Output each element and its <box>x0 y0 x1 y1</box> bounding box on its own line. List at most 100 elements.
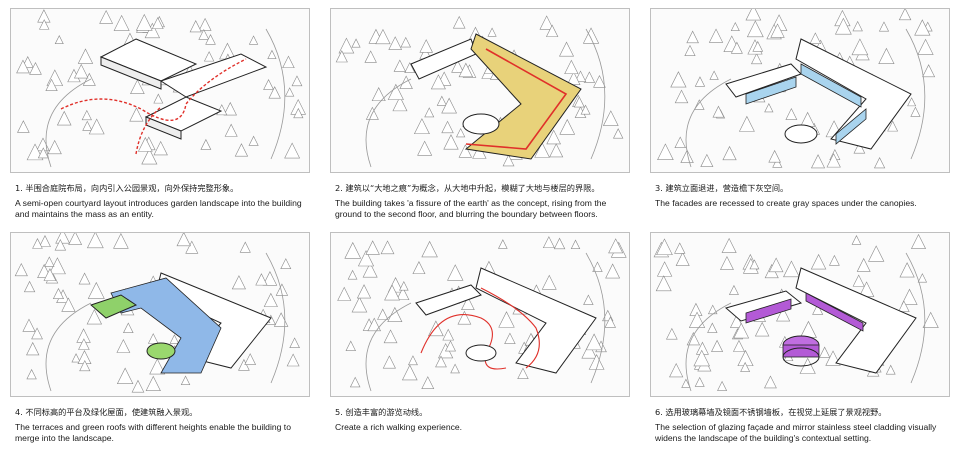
tree-icon <box>670 71 687 88</box>
tree-icon <box>169 334 180 344</box>
tree-icon <box>99 9 114 24</box>
tree-icon <box>289 337 300 349</box>
caption-zh: 3. 建筑立面退进，营造檐下灰空间。 <box>655 183 789 193</box>
tree-icon <box>776 307 791 322</box>
tree-icon <box>130 79 145 94</box>
site-illustration <box>16 9 306 168</box>
tree-icon <box>55 233 71 244</box>
tree-icon <box>772 157 783 168</box>
site-illustration <box>337 236 627 392</box>
tree-icon <box>887 120 899 132</box>
tree-icon <box>922 64 936 78</box>
tree-icon <box>852 274 865 287</box>
tree-icon <box>131 379 145 393</box>
tree-icon <box>721 237 737 253</box>
tree-icon <box>447 264 464 281</box>
tree-icon <box>380 240 395 255</box>
tree-icon <box>335 50 348 63</box>
tree-icon <box>811 154 826 169</box>
tree-icon <box>604 316 616 328</box>
tree-icon <box>583 294 594 305</box>
tree-icon <box>728 284 739 295</box>
tree-icon <box>852 20 863 32</box>
tree-icon <box>910 106 921 117</box>
tree-icon <box>745 9 762 21</box>
tree-icon <box>812 303 824 315</box>
caption-en: Create a rich walking experience. <box>335 421 463 432</box>
tree-icon <box>901 288 918 305</box>
tree-icon <box>498 239 508 249</box>
tree-icon <box>517 367 529 379</box>
tree-icon <box>26 368 37 380</box>
tree-icon <box>16 59 30 74</box>
tree-icon <box>223 101 237 116</box>
tree-icon <box>338 37 355 54</box>
tree-icon <box>740 361 751 372</box>
caption-en: The selection of glazing façade and mirr… <box>655 421 937 444</box>
tree-icon <box>198 28 210 40</box>
tree-icon <box>553 237 566 250</box>
tree-icon <box>730 41 743 54</box>
tree-icon <box>456 127 466 138</box>
caption-zh: 1. 半围合庭院布局，向内引入公园景观，向外保持完整形象。 <box>15 183 239 193</box>
tree-icon <box>383 329 398 344</box>
tree-icon <box>826 153 841 168</box>
tree-icon <box>749 259 760 270</box>
tree-icon <box>656 261 673 277</box>
recessed-facade <box>745 76 797 105</box>
tree-icon <box>78 272 91 285</box>
tree-icon <box>71 353 81 363</box>
tree-icon <box>764 375 777 389</box>
axonometric-drawing-6 <box>650 232 950 397</box>
axonometric-drawing-4 <box>10 232 310 397</box>
tree-icon <box>293 107 304 119</box>
tree-icon <box>729 314 744 328</box>
tree-icon <box>351 296 368 313</box>
tree-icon <box>711 339 724 352</box>
tree-icon <box>282 55 295 69</box>
tree-icon <box>239 241 251 253</box>
tree-icon <box>153 93 164 104</box>
tree-icon <box>910 233 927 249</box>
tree-icon <box>922 311 939 328</box>
tree-icon <box>419 39 433 53</box>
tree-icon <box>754 321 770 337</box>
tree-icon <box>68 233 83 245</box>
tree-icon <box>255 273 268 286</box>
tree-icon <box>770 23 785 38</box>
tree-icon <box>198 17 212 31</box>
tree-icon <box>244 353 257 365</box>
tree-icon <box>285 87 295 97</box>
tree-icon <box>87 281 105 299</box>
tree-icon <box>441 97 457 114</box>
tree-icon <box>580 104 591 115</box>
tree-icon <box>441 120 454 134</box>
tree-icon <box>707 304 718 315</box>
tree-icon <box>61 297 76 312</box>
axonometric-drawing-1 <box>10 8 310 173</box>
tree-icon <box>458 62 474 78</box>
site-illustration <box>14 233 300 393</box>
tree-icon <box>458 144 473 158</box>
tree-icon <box>231 275 246 290</box>
tree-icon <box>666 327 678 340</box>
tree-icon <box>582 27 600 44</box>
tree-icon <box>291 75 303 87</box>
tree-icon <box>86 308 103 325</box>
tree-icon <box>856 257 871 272</box>
caption-zh: 6. 选用玻璃幕墙及镜面不锈钢墙板，在视觉上延展了景观视野。 <box>655 407 887 417</box>
tree-icon <box>421 240 438 258</box>
tree-icon <box>248 35 259 45</box>
tree-icon <box>123 322 134 333</box>
tree-icon <box>238 358 250 371</box>
tree-icon <box>345 340 356 351</box>
tree-icon <box>349 376 361 388</box>
tree-icon <box>88 118 105 135</box>
tree-icon <box>457 310 472 325</box>
tree-icon <box>153 140 168 156</box>
tree-icon <box>43 268 57 281</box>
tree-icon <box>914 19 931 36</box>
glazing-facade <box>745 298 792 324</box>
tree-icon <box>436 95 447 106</box>
tree-icon <box>605 263 621 279</box>
